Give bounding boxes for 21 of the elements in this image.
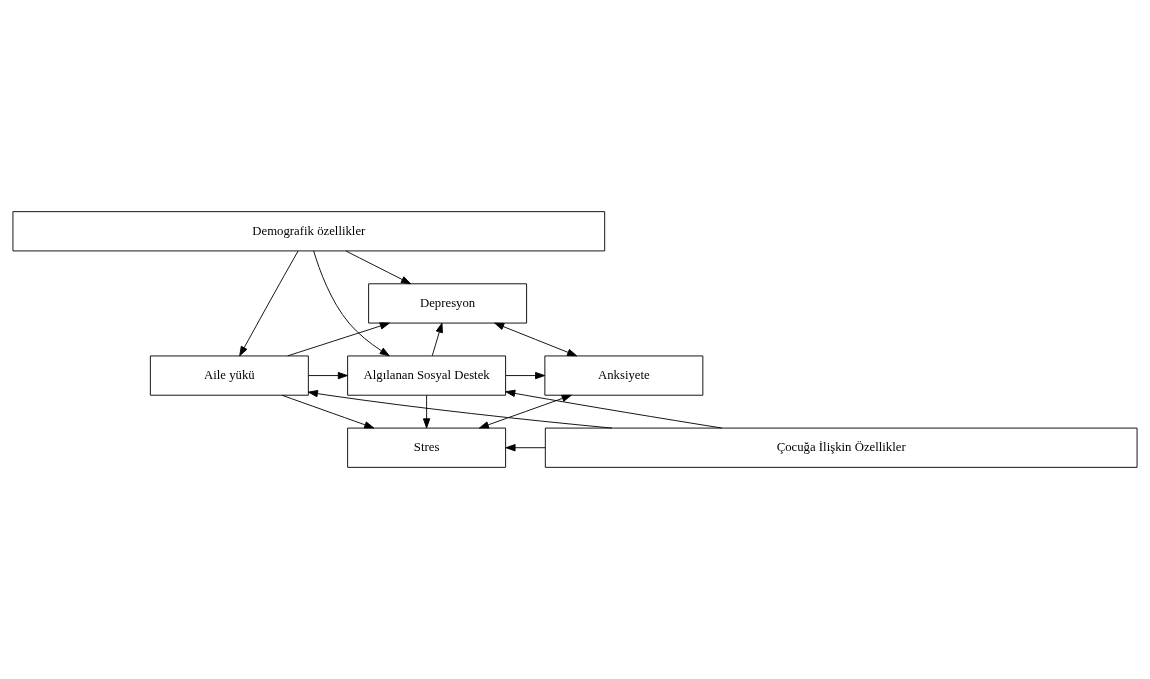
arrow xyxy=(478,394,572,429)
arrow xyxy=(287,322,390,357)
arrow xyxy=(431,322,443,357)
node-box: Depresyon xyxy=(368,283,528,324)
arrow xyxy=(505,371,546,380)
arrow xyxy=(308,371,348,380)
node-box: Aile yükü xyxy=(149,355,309,396)
arrow xyxy=(505,444,546,452)
arrow xyxy=(422,394,431,429)
node-box: Çocuğa İlişkin Özellikler xyxy=(544,427,1138,468)
node-box: Stres xyxy=(347,427,507,468)
arrow xyxy=(239,250,299,357)
arrow xyxy=(313,250,390,357)
node-box: Anksiyete xyxy=(544,355,704,396)
arrow xyxy=(494,322,578,357)
node-box: Algılanan Sosyal Destek xyxy=(347,355,507,396)
node-box: Demografik özellikler xyxy=(12,211,606,252)
arrow xyxy=(307,390,613,429)
arrow xyxy=(281,394,375,429)
arrow xyxy=(345,250,411,285)
arrow xyxy=(505,389,723,429)
